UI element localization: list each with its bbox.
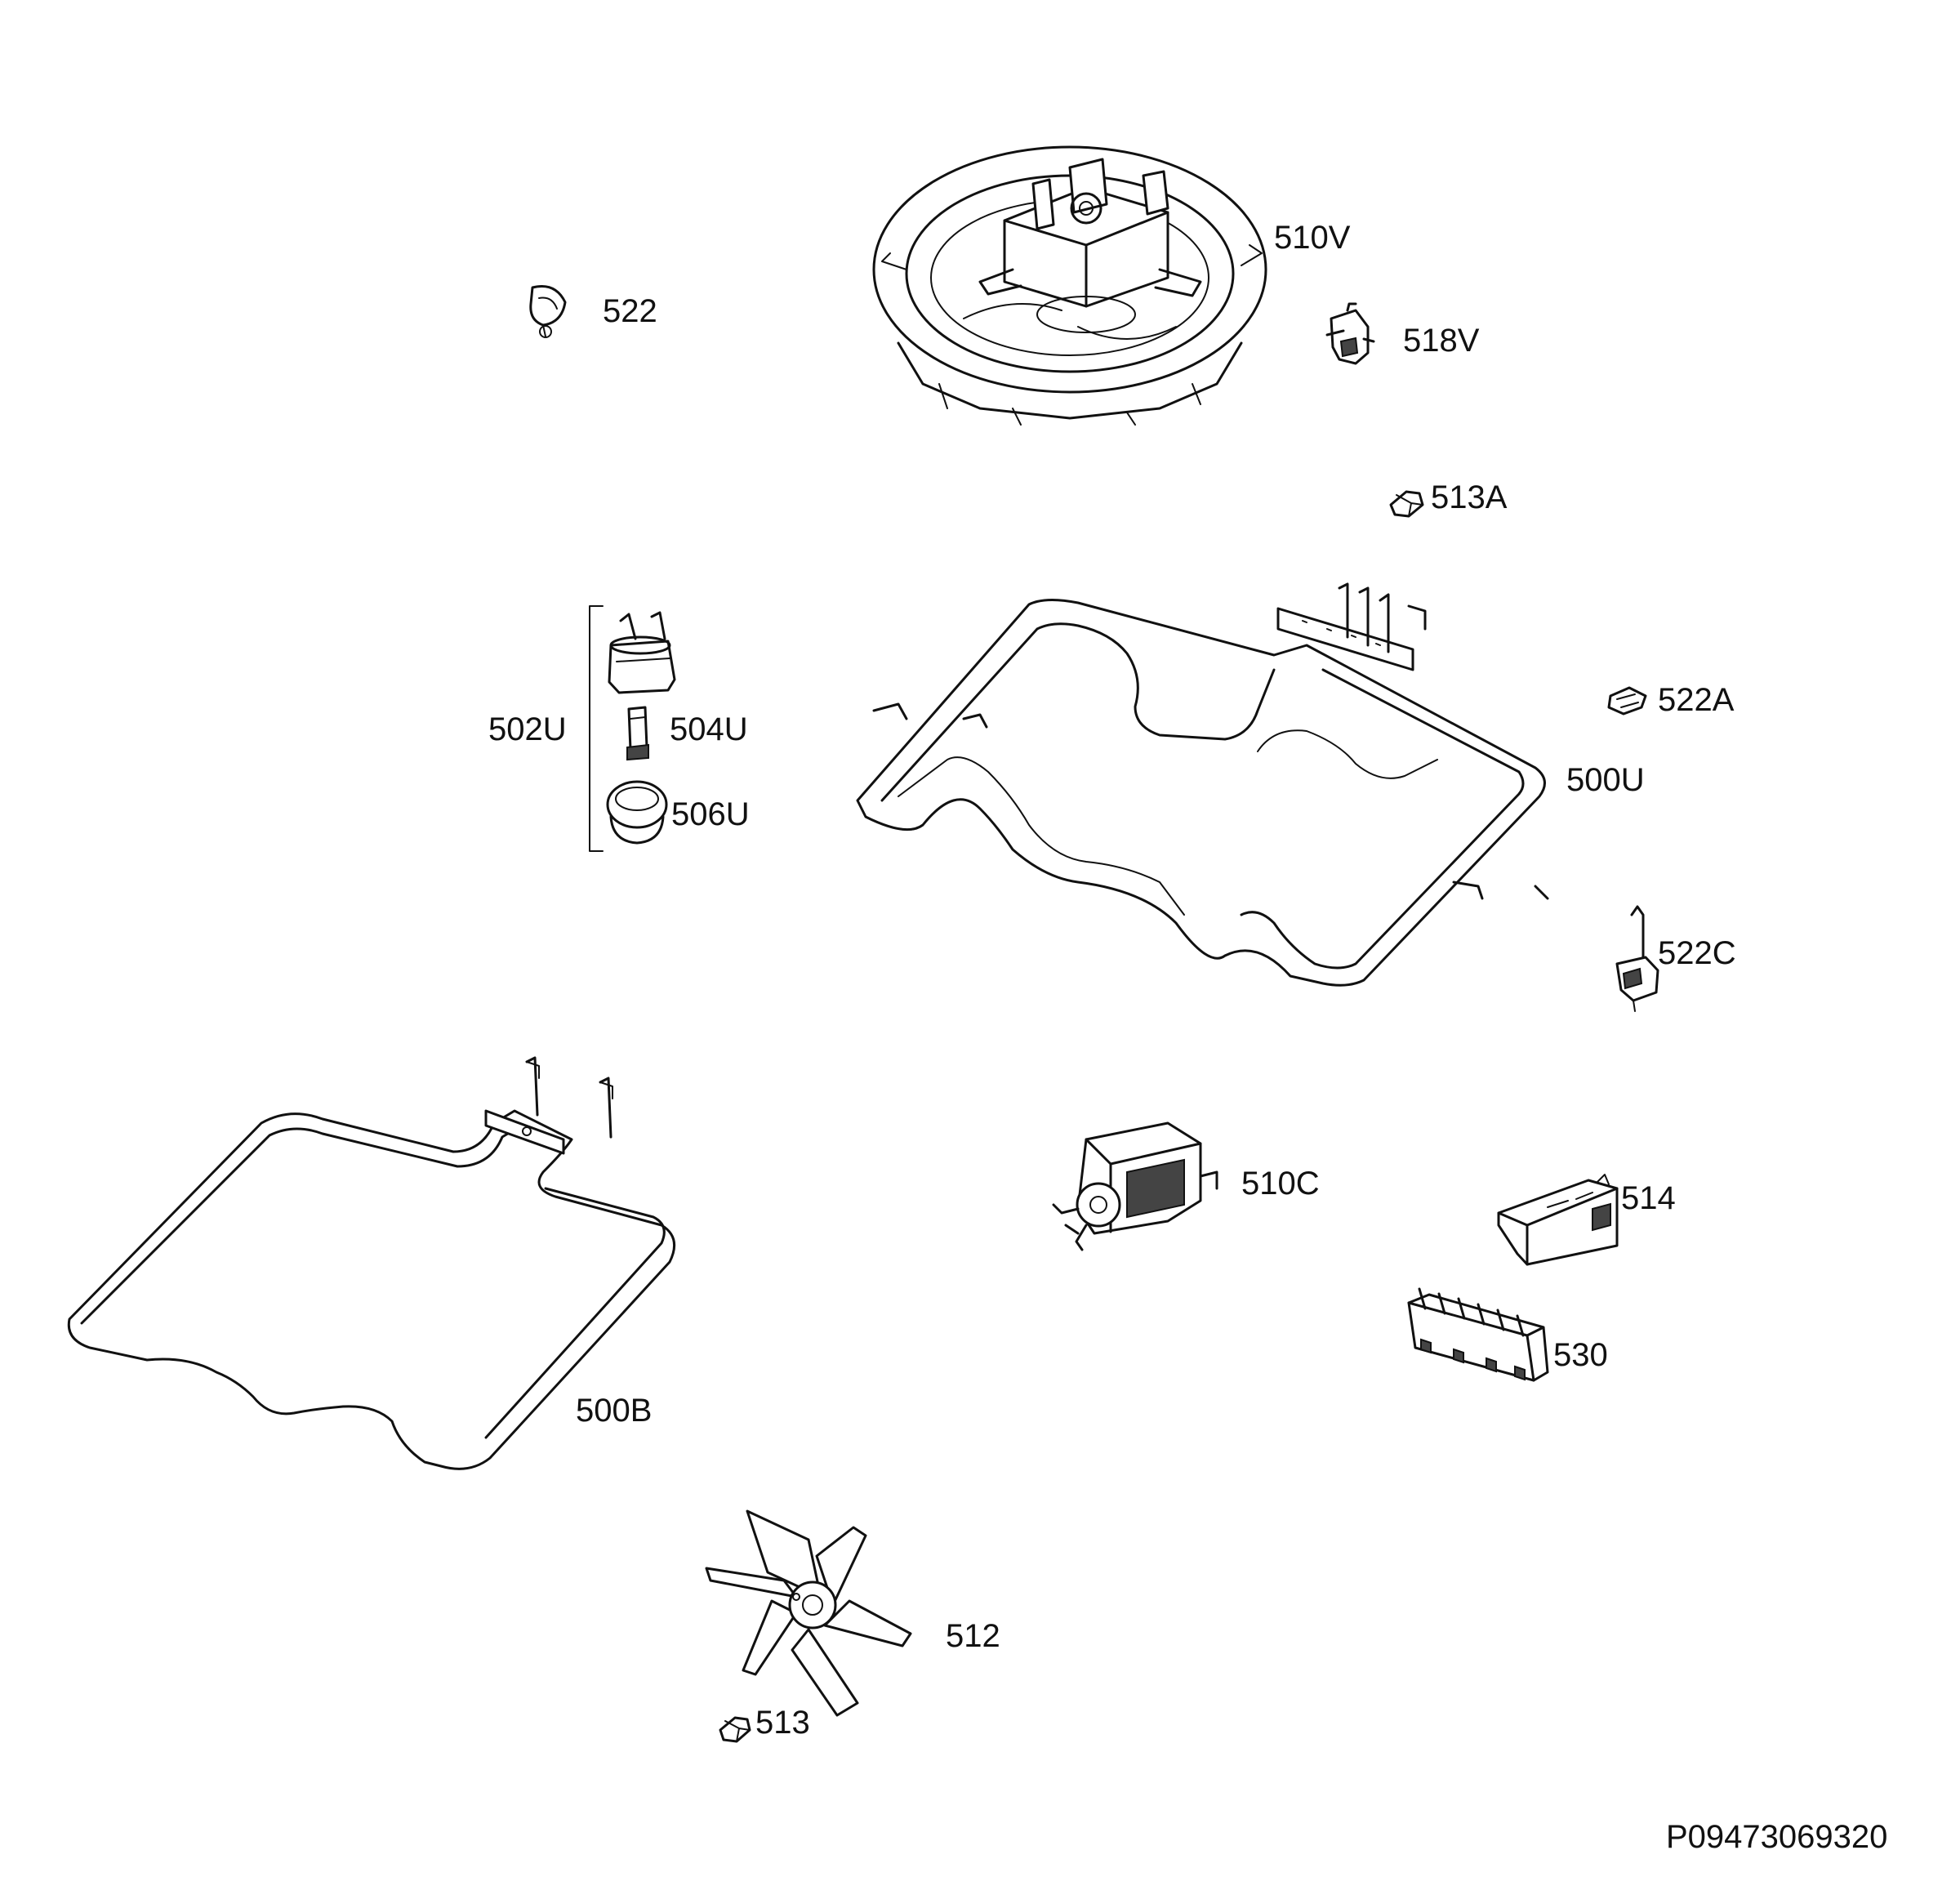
label-522c: 522C: [1658, 935, 1736, 971]
label-500u: 500U: [1566, 762, 1645, 798]
part-502u-lamp-holder: [608, 611, 676, 694]
part-522-clip: [529, 285, 567, 338]
label-530: 530: [1553, 1337, 1608, 1373]
label-518v: 518V: [1403, 323, 1480, 359]
label-513a: 513A: [1431, 479, 1508, 515]
label-513: 513: [755, 1705, 810, 1741]
part-500u-grill-element: [856, 582, 1549, 987]
document-number: P09473069320: [1666, 1819, 1887, 1855]
bracket-502u-group: [589, 605, 604, 852]
part-506u-glass-cover: [606, 780, 668, 845]
label-500b: 500B: [576, 1393, 652, 1429]
label-522a: 522A: [1658, 682, 1735, 718]
label-510v: 510V: [1274, 220, 1351, 256]
part-504u-bulb: [626, 706, 649, 761]
label-522: 522: [603, 293, 657, 329]
part-522c-cable-clip: [1615, 905, 1659, 1012]
part-510v-fan-motor-assembly: [872, 145, 1267, 426]
label-510c: 510C: [1241, 1166, 1320, 1202]
part-522a-clip: [1607, 686, 1647, 716]
part-510c-cooling-motor: [1052, 1121, 1218, 1251]
part-512-fan-blade: [705, 1509, 912, 1717]
label-504u: 504U: [670, 711, 748, 747]
label-502u: 502U: [488, 711, 567, 747]
part-513a-nut: [1389, 490, 1424, 518]
label-514: 514: [1621, 1180, 1676, 1216]
label-512: 512: [946, 1618, 1000, 1654]
part-513-nut: [719, 1716, 751, 1743]
part-518v-bracket: [1325, 302, 1375, 365]
label-506u: 506U: [671, 796, 750, 832]
part-530-terminal-block: [1407, 1287, 1549, 1382]
part-514-terminal-box: [1497, 1174, 1619, 1266]
part-500b-lower-element: [67, 1056, 676, 1470]
